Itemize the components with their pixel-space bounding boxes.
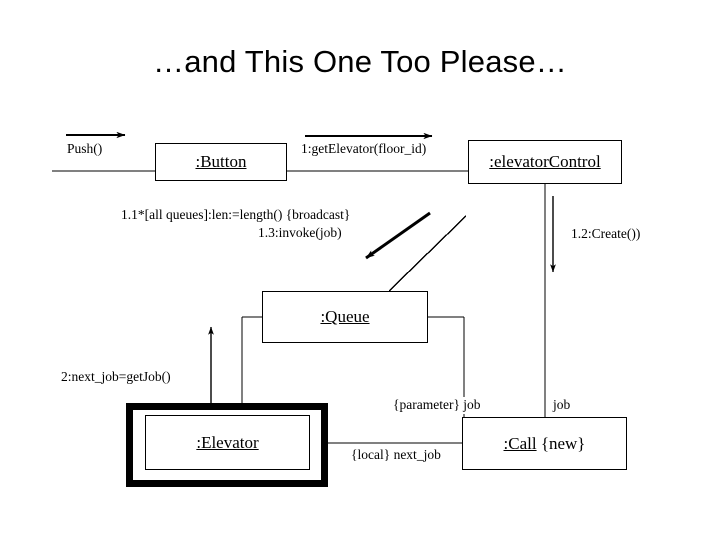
message-push: Push() (67, 141, 103, 158)
object-elevator[interactable]: :Elevator (145, 415, 310, 470)
object-queue-label: :Queue (320, 307, 370, 326)
object-call-label-stereotype: {new} (536, 433, 586, 453)
page-title: …and This One Too Please… (153, 44, 567, 79)
object-elevator-label: :Elevator (196, 432, 259, 452)
label-parameter-job: {parameter} job (393, 397, 481, 414)
object-button-label: :Button (195, 152, 247, 171)
message-create: 1.2:Create()) (571, 226, 641, 241)
object-elevator-control-label: :elevatorControl (489, 152, 601, 171)
message-next-job: 2:next_job=getJob() (61, 369, 171, 384)
object-elevator-control[interactable]: :elevatorControl (468, 140, 622, 184)
object-call-label-name: :Call (503, 433, 537, 453)
object-button[interactable]: :Button (155, 143, 287, 181)
object-queue[interactable]: :Queue (262, 291, 428, 343)
message-get-elevator: 1:getElevator(floor_id) (301, 141, 427, 158)
message-broadcast: 1.1*[all queues]:len:=length() {broadcas… (121, 207, 351, 222)
label-local-next-job: {local} next_job (351, 447, 441, 464)
object-call[interactable]: :Call {new} (462, 417, 627, 470)
object-call-label: :Call {new} (504, 434, 586, 454)
message-invoke-job: 1.3:invoke(job) (258, 225, 342, 240)
arrow-invoke-job (365, 211, 431, 260)
link-queue-to-elevatorcontrol-diagonal (388, 215, 467, 292)
label-job: job (553, 397, 571, 414)
